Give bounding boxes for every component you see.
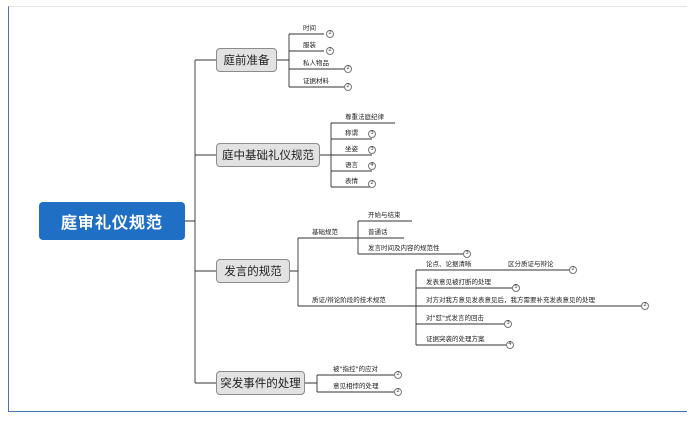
leaf-personal-items[interactable]: 私人物品 [303, 59, 329, 67]
branch-court-etiquette[interactable]: 庭中基础礼仪规范 [216, 143, 320, 167]
count-badge[interactable]: 3 [463, 250, 471, 258]
branch-speech-norms[interactable]: 发言的规范 [216, 259, 290, 283]
leaf-evidence[interactable]: 证据材料 [303, 77, 329, 85]
leaf-attire[interactable]: 服装 [303, 41, 316, 49]
canvas-frame [8, 6, 687, 412]
count-badge[interactable]: 2 [368, 180, 376, 188]
leaf-supplement[interactable]: 对方对我方意见发表意见后，我方需要补充发表意见的处理 [426, 296, 595, 304]
sub-technical-norms[interactable]: 质证/辩论阶段的技术规范 [312, 296, 386, 304]
count-badge[interactable]: 4 [506, 341, 514, 349]
b1-underlines [300, 33, 352, 88]
b4-underlines [330, 374, 398, 393]
branch-pretrial-prep[interactable]: 庭前准备 [216, 48, 277, 72]
leaf-address-title[interactable]: 称谓 [345, 129, 358, 137]
leaf-mandarin[interactable]: 普通话 [368, 228, 388, 236]
count-badge[interactable]: 2 [344, 65, 352, 73]
b3-sub2-underlines [424, 269, 646, 346]
count-badge[interactable]: 2 [326, 47, 334, 55]
leaf-court-discipline[interactable]: 尊重法庭纪律 [345, 113, 384, 121]
leaf-accused[interactable]: 被"指控"的应对 [333, 365, 378, 373]
leaf-evidence-ambush[interactable]: 证据突袭的处理方案 [426, 335, 485, 343]
branch-emergencies[interactable]: 突发事件的处理 [216, 371, 305, 395]
count-badge[interactable]: 3 [504, 320, 512, 328]
b3-sub2-links [408, 269, 424, 346]
leaf-opening-closing[interactable]: 开始与结束 [368, 211, 401, 219]
count-badge[interactable]: 3 [368, 146, 376, 154]
count-badge[interactable]: 2 [344, 83, 352, 91]
b2-links [320, 122, 342, 188]
b3-sub-underlines [310, 237, 408, 307]
leaf-time[interactable]: 时间 [303, 24, 316, 32]
leaf-language[interactable]: 语言 [345, 161, 358, 169]
root-node[interactable]: 庭审礼仪规范 [39, 202, 185, 240]
count-badge[interactable]: 3 [368, 130, 376, 138]
leaf-speech-time[interactable]: 发言时间及内容的规范性 [368, 244, 440, 252]
leaf-conflicting[interactable]: 意见相悖的处理 [333, 382, 379, 390]
root-spine [185, 59, 216, 384]
leaf-interrupted[interactable]: 发表意见被打断的处理 [426, 278, 491, 286]
leaf-clear-arguments[interactable]: 论点、论据清晰 [426, 260, 472, 268]
b3-sub1-links [350, 220, 366, 255]
count-badge[interactable]: 5 [512, 284, 520, 292]
b3-sub1-underlines [366, 220, 468, 255]
count-badge[interactable]: 2 [569, 266, 577, 274]
b2-underlines [342, 122, 395, 188]
leaf-rebuttal[interactable]: 对"怼"式发言的回击 [426, 314, 484, 322]
count-badge[interactable]: 4 [368, 162, 376, 170]
b3-links [290, 237, 310, 307]
count-badge[interactable]: 2 [394, 371, 402, 379]
leaf-distinguish[interactable]: 区分质证与辩论 [508, 260, 554, 268]
sub-basic-norms[interactable]: 基础规范 [312, 228, 338, 236]
count-badge[interactable]: 2 [326, 30, 334, 38]
count-badge[interactable]: 2 [394, 388, 402, 396]
leaf-expression[interactable]: 表情 [345, 177, 358, 185]
b1-links [277, 33, 300, 88]
count-badge[interactable]: 2 [641, 302, 649, 310]
b4-links [305, 374, 330, 393]
leaf-posture[interactable]: 坐姿 [345, 145, 358, 153]
